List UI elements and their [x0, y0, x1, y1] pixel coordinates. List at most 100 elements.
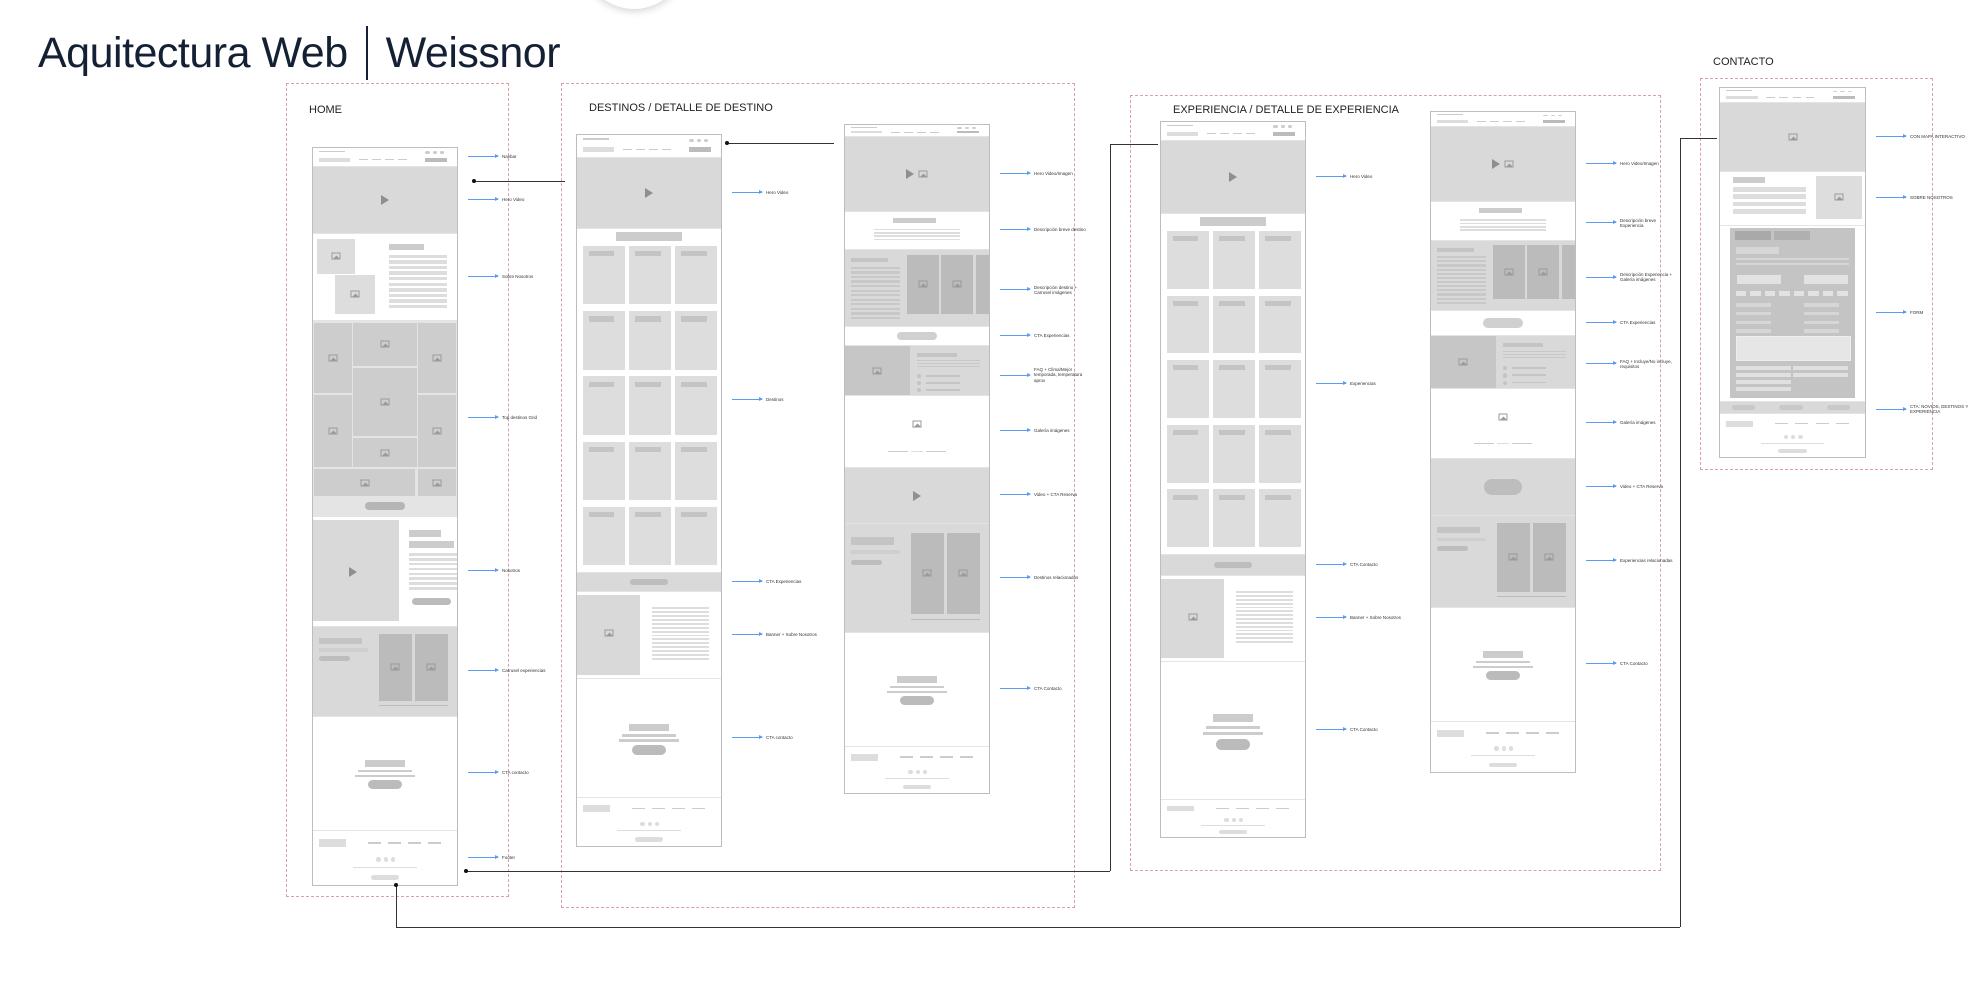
- card-title: [588, 316, 615, 322]
- nav-link-placeholder: [1477, 120, 1486, 122]
- nav-button-placeholder: [425, 157, 447, 162]
- image-placeholder-icon: [1788, 133, 1797, 141]
- logo-placeholder: [318, 150, 345, 153]
- annotation-label: CTA Experiencias: [1620, 319, 1656, 325]
- text-line-placeholder: [1459, 225, 1547, 228]
- text-line-placeholder: [1235, 606, 1294, 609]
- footer-link-placeholder: [408, 842, 421, 844]
- card-title: [1172, 236, 1199, 242]
- connector-dot: [464, 869, 468, 873]
- section-nav: [313, 148, 457, 167]
- social-dot-icon: [425, 151, 430, 154]
- annotation-label: Sobre Nosotros: [502, 273, 534, 279]
- image-placeholder-icon: [918, 280, 928, 288]
- pager-line: [911, 451, 923, 453]
- nav-link-placeholder: [917, 131, 926, 133]
- button-placeholder: [631, 745, 667, 755]
- footer-link-placeholder: [692, 807, 706, 810]
- annotation-label: CTA Contacto: [1034, 686, 1062, 691]
- divider: [617, 829, 681, 831]
- card: [1562, 245, 1575, 299]
- button-placeholder: [1482, 318, 1524, 328]
- section-videosplit: [313, 517, 457, 627]
- logo-placeholder: [582, 138, 609, 141]
- nav-link-placeholder: [1503, 120, 1512, 122]
- nav-link-placeholder: [891, 131, 900, 133]
- logo-placeholder: [582, 805, 611, 813]
- card-title: [634, 446, 661, 452]
- annotation-label: CTA Contacto: [1620, 661, 1648, 666]
- connector-home-experiencia-end: [1110, 144, 1158, 145]
- nav-link-placeholder: [397, 159, 407, 161]
- annotation: Descripción breve Experiencia: [1586, 218, 1680, 229]
- annotation: Video + CTA Reserva: [1000, 492, 1077, 497]
- arrow-right: [1511, 442, 1532, 444]
- nav-button-placeholder: [1273, 131, 1295, 136]
- tab: [1773, 231, 1810, 240]
- section-textcar: [1431, 241, 1575, 311]
- footer-link-placeholder: [672, 807, 685, 810]
- text-line-placeholder: [1735, 262, 1850, 266]
- text-line-placeholder: [618, 739, 680, 742]
- frame-home: [286, 83, 509, 897]
- wireframe-home: [312, 147, 458, 886]
- bullet-icon: [1503, 373, 1508, 378]
- text-line-placeholder: [389, 277, 447, 281]
- annotation: Experiencias relacionadas: [1586, 558, 1673, 563]
- section-cta: [845, 633, 989, 747]
- image-placeholder-icon: [1504, 160, 1514, 168]
- text-line-placeholder: [409, 577, 457, 581]
- text-line-placeholder: [1235, 625, 1294, 628]
- annotation: Hero Video: [468, 197, 524, 202]
- social-dot-icon: [383, 857, 388, 863]
- wireframe-contacto: [1719, 87, 1866, 458]
- text-line-placeholder: [917, 359, 981, 362]
- wireframe-destinos: [576, 134, 722, 847]
- text-line-placeholder: [1436, 272, 1486, 275]
- annotation: Banner + Sobre Nosotros: [1316, 615, 1401, 620]
- button-placeholder: [630, 579, 668, 585]
- social-dot-icon: [1847, 90, 1852, 93]
- social-dot-icon: [1224, 818, 1229, 822]
- subtitle-placeholder: [1436, 537, 1486, 542]
- social-dot-icon: [1840, 90, 1845, 93]
- logo-placeholder: [1725, 420, 1754, 427]
- text-line-placeholder: [651, 653, 710, 656]
- section-nav: [1431, 112, 1575, 127]
- list-item-placeholder: [925, 389, 961, 391]
- play-icon: [381, 195, 389, 205]
- social-dot-icon: [1508, 746, 1514, 752]
- text-line-placeholder: [1804, 320, 1839, 324]
- image-placeholder-icon: [1498, 413, 1508, 421]
- text-line-placeholder: [850, 271, 900, 274]
- button-placeholder: [1215, 738, 1251, 750]
- text-line-placeholder: [651, 619, 710, 621]
- annotation: CTA Experiencias: [1586, 320, 1655, 325]
- option-chip: [1779, 290, 1790, 296]
- text-line-placeholder: [850, 266, 900, 269]
- card-title: [1172, 365, 1199, 371]
- nav-button-placeholder: [689, 147, 711, 152]
- card-title: [1264, 236, 1291, 242]
- button-placeholder: [1484, 478, 1522, 496]
- section-faq: [845, 346, 989, 396]
- connector-home-contacto-h: [396, 927, 1680, 928]
- section-footer: [1720, 414, 1865, 457]
- frame-label-destinos: DESTINOS / DETALLE DE DESTINO: [589, 102, 773, 114]
- connector-home-experiencia-h: [466, 871, 1110, 872]
- card-title: [680, 316, 707, 322]
- annotation-label: CON MAPA INTERACTIVO: [1910, 133, 1965, 139]
- arrow-right-icon: [468, 568, 499, 573]
- annotation: Carrusel experiencias: [468, 668, 546, 673]
- text-line-placeholder: [389, 299, 447, 303]
- nav-link-placeholder: [661, 148, 671, 150]
- connector-destinos-detalle: [727, 143, 834, 144]
- text-line-placeholder: [1235, 598, 1294, 601]
- button-placeholder: [634, 837, 664, 842]
- text-line-placeholder: [409, 562, 457, 566]
- annotation: Top destinos Grid: [468, 415, 537, 420]
- title-placeholder: [409, 540, 455, 548]
- image-placeholder-icon: [952, 280, 962, 288]
- annotation-label: Descripción breve destino: [1034, 227, 1086, 232]
- footer-link-placeholder: [1795, 422, 1809, 425]
